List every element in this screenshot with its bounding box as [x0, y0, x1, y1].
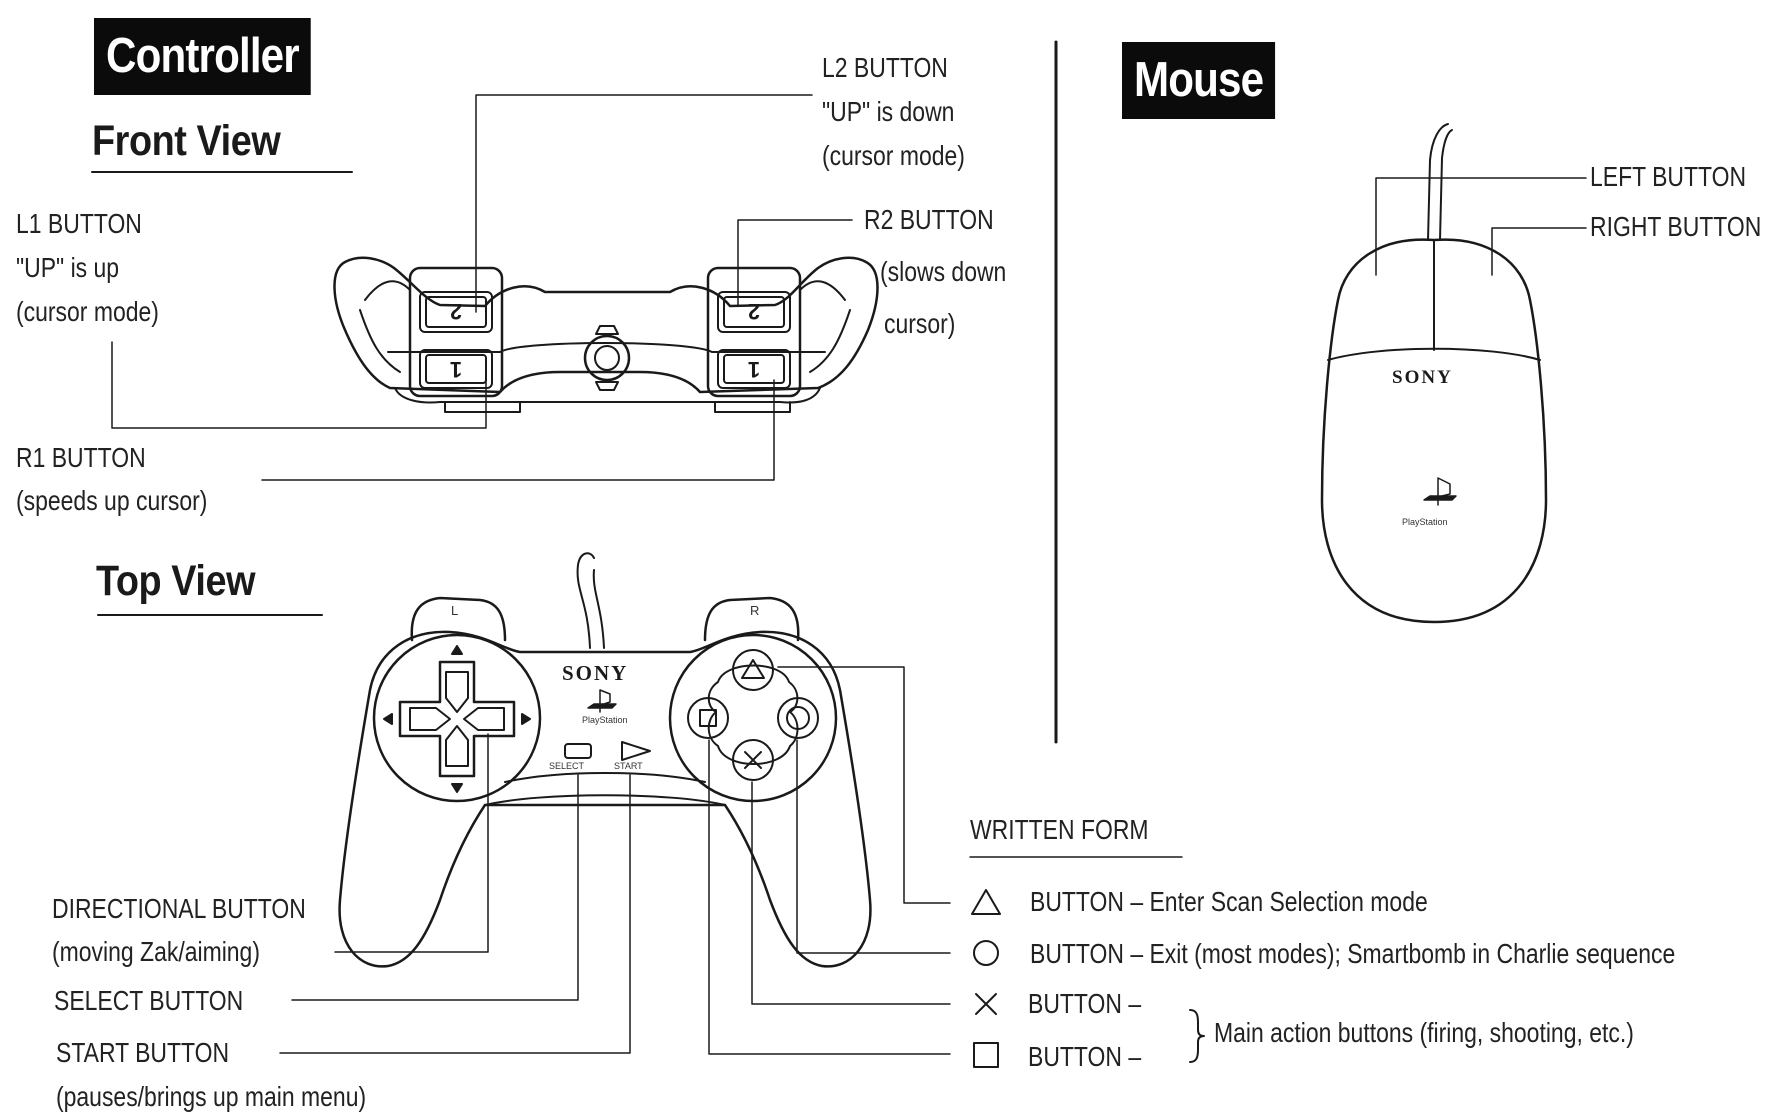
front-shoulder-marks: 2 1 2 1 [450, 299, 760, 382]
mouse-logo-text: PlayStation [1402, 517, 1448, 527]
select-button-label: SELECT BUTTON [54, 985, 244, 1016]
mouse-drawing [1320, 123, 1587, 624]
start-button-label: START BUTTON [56, 1037, 230, 1068]
controller-title: Controller [94, 18, 311, 95]
cross-icon [975, 993, 997, 1015]
l2-button-label: L2 BUTTON [822, 52, 948, 83]
l2-button-desc1: "UP" is down [822, 96, 955, 127]
r2-button-label: R2 BUTTON [864, 204, 994, 235]
left-button-label: LEFT BUTTON [1590, 161, 1747, 192]
l1-button-label: L1 BUTTON [16, 208, 142, 239]
action-buttons-note: Main action buttons (firing, shooting, e… [1214, 1017, 1634, 1048]
l1-button-desc2: (cursor mode) [16, 296, 159, 327]
playstation-logo-mouse [1423, 477, 1457, 506]
mouse-title: Mouse [1122, 42, 1276, 119]
top-view-heading: Top View [96, 557, 256, 605]
triangle-icon [971, 889, 1001, 915]
l2-leader [475, 94, 813, 313]
group-brace [1189, 1009, 1205, 1063]
left-button-leader [1375, 177, 1587, 276]
circle-icon [973, 940, 999, 966]
l1-leader [111, 341, 487, 429]
front-leader-lines [111, 94, 853, 481]
l1-mark: 1 [450, 357, 462, 382]
r1-button-desc: (speeds up cursor) [16, 485, 208, 516]
shoulder-l-mark: L [451, 603, 459, 618]
top-leader-lines [279, 666, 951, 1055]
written-row-circle: BUTTON – Exit (most modes); Smartbomb in… [1030, 938, 1676, 969]
r1-button-label: R1 BUTTON [16, 442, 146, 473]
written-row-square: BUTTON – [1028, 1041, 1142, 1072]
square-icon [973, 1042, 999, 1068]
written-row-cross: BUTTON – [1028, 988, 1142, 1019]
right-button-label: RIGHT BUTTON [1590, 211, 1762, 242]
r2-mark: 2 [748, 299, 760, 324]
right-button-leader [1491, 227, 1587, 276]
written-row-triangle: BUTTON – Enter Scan Selection mode [1030, 886, 1428, 917]
l2-mark: 2 [450, 299, 462, 324]
written-form-heading: WRITTEN FORM [970, 814, 1149, 845]
directional-button-label: DIRECTIONAL BUTTON [52, 893, 306, 924]
directional-button-desc: (moving Zak/aiming) [52, 936, 260, 967]
l1-button-desc1: "UP" is up [16, 252, 120, 283]
select-leader [291, 774, 579, 1001]
front-view-heading: Front View [92, 117, 281, 165]
controller-brand: SONY [562, 661, 629, 685]
select-mark: SELECT [549, 761, 585, 771]
square-leader [708, 739, 951, 1055]
controller-logo-text: PlayStation [582, 715, 628, 725]
cross-leader [751, 781, 951, 1005]
r2-button-desc1: (slows down [880, 256, 1007, 287]
r2-leader [737, 219, 853, 306]
shoulder-r-mark: R [750, 603, 760, 618]
triangle-leader [777, 666, 951, 904]
l2-button-desc2: (cursor mode) [822, 140, 965, 171]
start-button-desc: (pauses/brings up main menu) [56, 1081, 367, 1112]
playstation-logo-controller [587, 689, 617, 713]
top-view-controller [338, 552, 872, 968]
directional-leader [334, 733, 489, 953]
r1-mark: 1 [748, 357, 760, 382]
r2-button-desc2: cursor) [884, 308, 956, 339]
start-leader [279, 774, 631, 1054]
circle-leader [796, 739, 951, 954]
front-view-controller [333, 256, 879, 413]
mouse-brand: SONY [1392, 367, 1453, 388]
start-mark: START [614, 761, 643, 771]
r1-leader [261, 379, 775, 481]
